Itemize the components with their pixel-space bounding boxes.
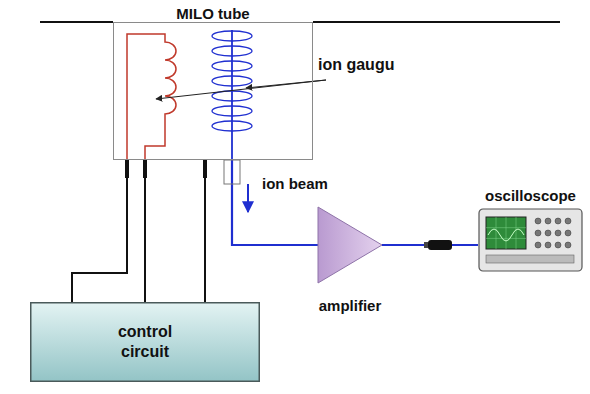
pin <box>143 160 147 178</box>
node-label: MILO tube <box>176 5 249 22</box>
pin <box>203 160 207 178</box>
scope-knob <box>565 242 571 248</box>
scope-knob <box>535 230 541 236</box>
beam-arrow <box>247 184 249 212</box>
control-wire <box>72 160 127 302</box>
label-holder: ion gaugu <box>318 56 394 74</box>
oscilloscope-device: oscilloscope <box>478 205 583 275</box>
oscilloscope-device-outline <box>478 205 583 275</box>
scope-screen <box>486 217 526 249</box>
scope-knob <box>545 218 551 224</box>
collector-tube <box>224 160 240 184</box>
screen-grid <box>496 217 497 249</box>
scope-knob <box>565 218 571 224</box>
connectors <box>72 160 478 302</box>
process-box: control circuit <box>30 302 260 382</box>
amplifier-symbol <box>318 207 382 283</box>
caption-holder: oscilloscope <box>438 187 590 205</box>
caption-holder: amplifier <box>278 297 422 315</box>
label-holder: ion beam <box>262 175 328 193</box>
scope-knob <box>555 230 561 236</box>
terminals <box>125 160 452 250</box>
leader-arrow <box>246 80 326 88</box>
node-label: oscilloscope <box>485 187 576 204</box>
node-label: amplifier <box>319 297 382 314</box>
scope-knob <box>555 218 561 224</box>
screen-grid <box>506 217 507 249</box>
scope-knob <box>535 218 541 224</box>
box-fill <box>31 303 260 382</box>
cable-connector <box>428 240 452 250</box>
filament-coil <box>127 34 176 160</box>
collector-wire <box>231 30 233 160</box>
tube-housing: MILO tube <box>113 22 313 160</box>
node-label: control circuit <box>105 322 185 362</box>
scope-knob <box>545 242 551 248</box>
beam-line-right <box>313 21 560 23</box>
scope-knob <box>555 242 561 248</box>
control-wire <box>144 160 146 302</box>
beam-line-left <box>40 21 113 23</box>
scope-body <box>479 209 582 271</box>
caption-holder: MILO tube <box>74 5 352 23</box>
scope-panel <box>486 255 574 263</box>
cable-connector <box>424 242 428 248</box>
scope-knob <box>545 230 551 236</box>
screen-grid <box>486 227 526 228</box>
leader-arrow <box>156 80 326 99</box>
scope-knob <box>535 242 541 248</box>
signal-line <box>232 160 318 245</box>
control-wire <box>204 160 206 302</box>
screen-grid <box>486 238 526 239</box>
screen-grid <box>516 217 517 249</box>
amplifier-triangle-outline <box>318 207 382 283</box>
part-label: ion beam <box>262 175 328 192</box>
process-box-outline <box>30 302 260 382</box>
amplifier-triangle: amplifier <box>318 207 382 283</box>
scope-trace <box>488 229 524 241</box>
part-label: ion gaugu <box>318 56 394 73</box>
pin <box>125 160 129 178</box>
scope-knob <box>565 230 571 236</box>
